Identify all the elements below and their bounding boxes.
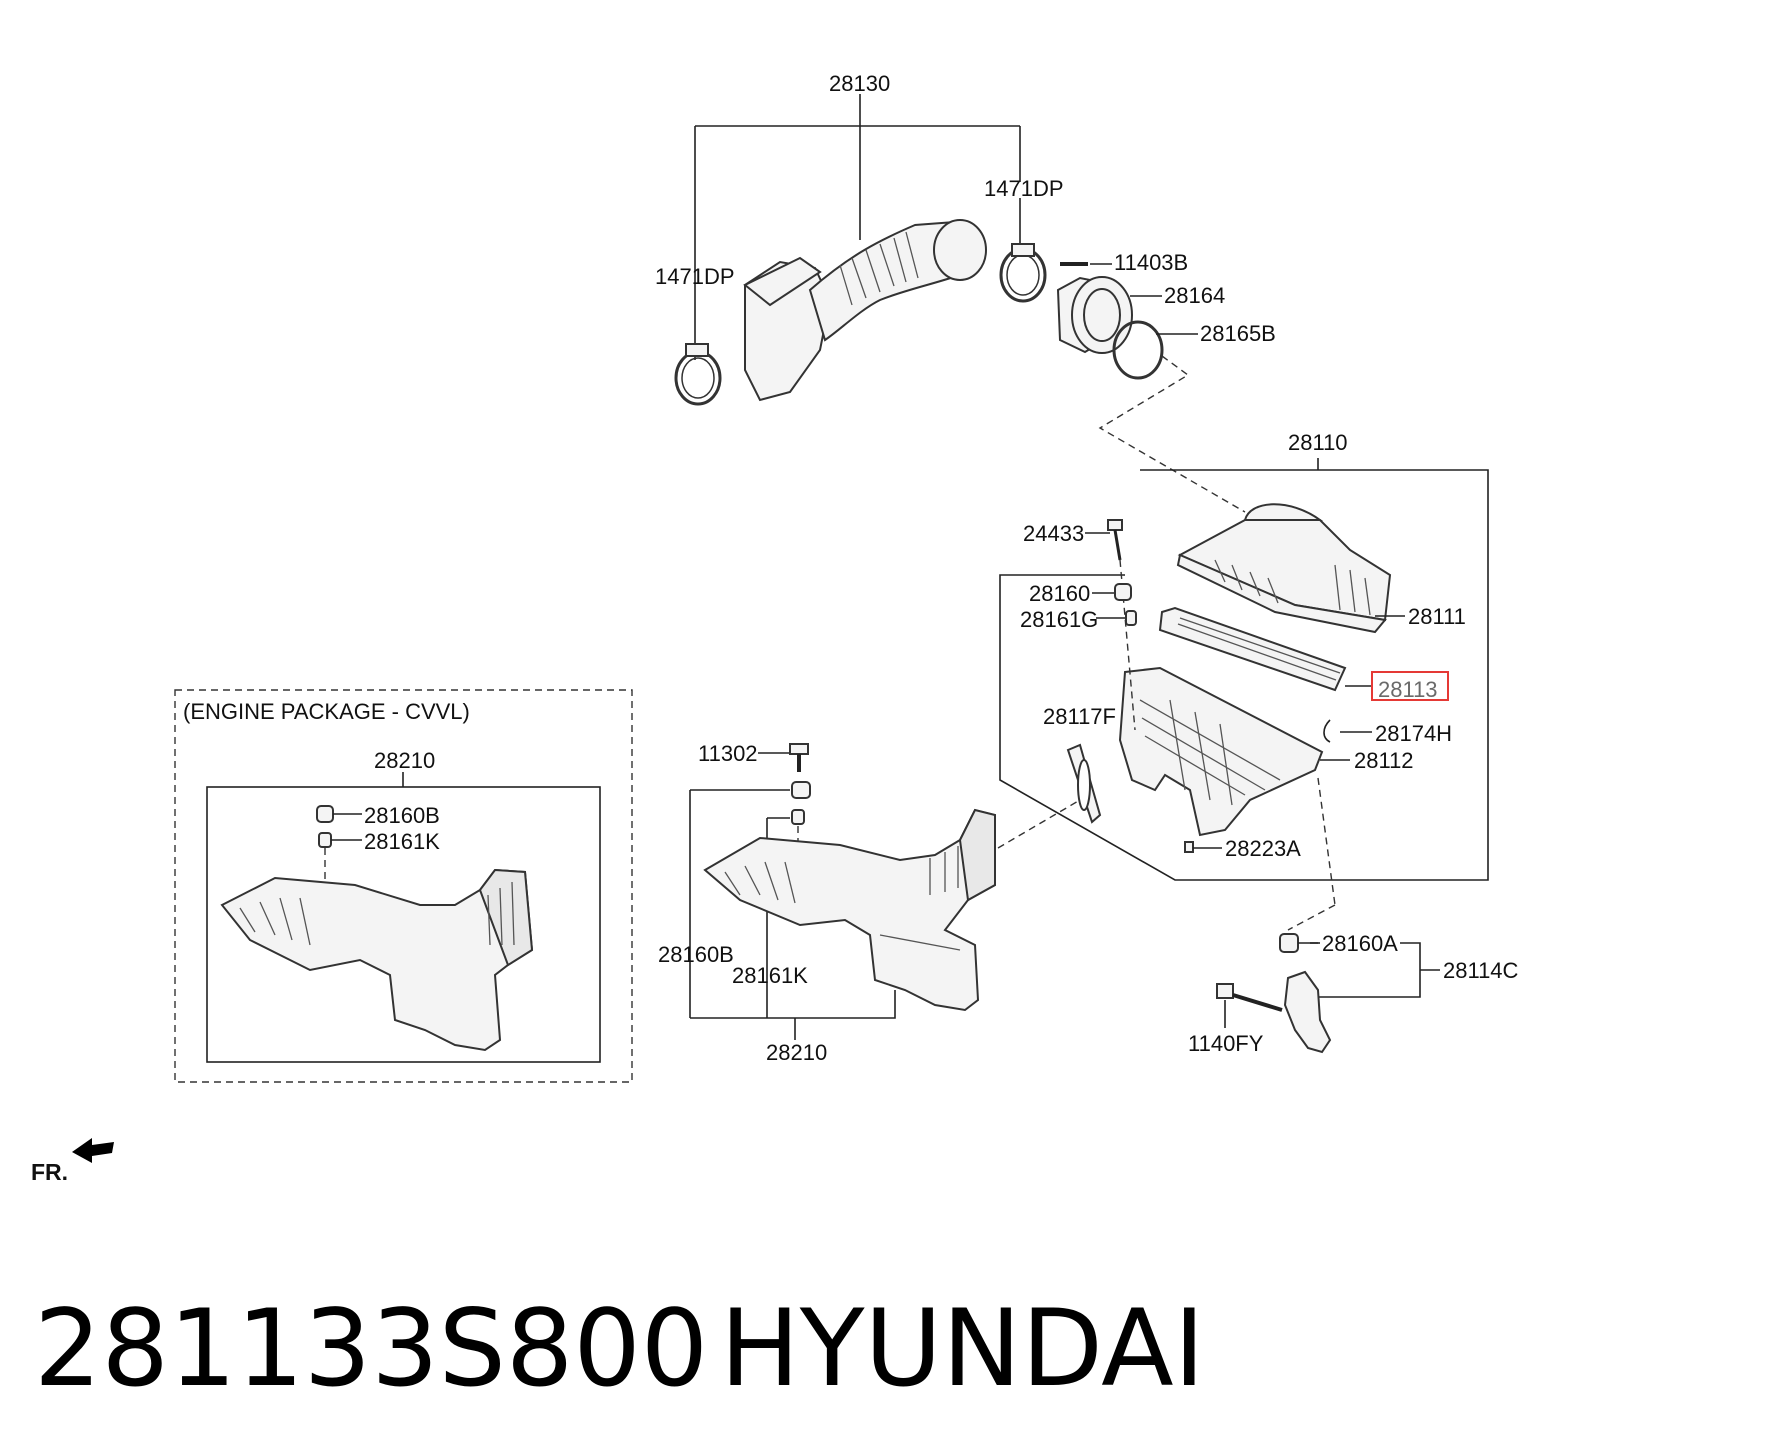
label-28114c: 28114C [1443,958,1519,983]
label-28130: 28130 [829,71,890,96]
engine-package-box [174,689,633,1083]
front-arrow-icon [72,1138,114,1163]
label-28165b: 28165B [1200,321,1276,346]
leader-28110 [999,458,1489,881]
label-28160a: 28160A [1322,931,1398,956]
intake-hose-28130 [743,219,987,402]
clip-28174h [1323,719,1372,743]
grommet-28160b-mid [791,781,811,799]
clip-28223a [1184,841,1222,853]
intake-duct-28210-box [220,868,534,1052]
gasket-28165b [1112,320,1198,380]
front-indicator: FR. [31,1138,114,1185]
label-28161k-box: 28161K [364,829,440,854]
label-28112: 28112 [1354,748,1414,773]
label-28164: 28164 [1164,283,1225,308]
label-28160b-mid: 28160B [658,942,734,967]
label-28117f: 28117F [1043,704,1116,729]
maf-sensor-28164 [1056,276,1162,354]
guide-duct-to-case [997,799,1081,849]
collar-28161k-mid [791,809,805,825]
label-28161k-mid: 28161K [732,963,808,988]
collar-28161k-box [318,832,362,848]
grommet-28160 [1092,583,1132,601]
label-28160: 28160 [1029,581,1090,606]
guide-bracket [1287,904,1336,931]
bolt-1140fy [1216,983,1283,1028]
label-28174h: 28174H [1375,721,1452,746]
bolt-24433 [1085,519,1123,561]
label-11302: 11302 [698,741,758,766]
bolt-11302 [758,743,809,772]
label-28113: 28113 [1378,677,1438,702]
label-28160b-box: 28160B [364,803,440,828]
label-28110: 28110 [1288,430,1348,455]
label-24433: 24433 [1023,521,1084,546]
label-1471dp-right: 1471DP [984,176,1064,201]
front-label: FR. [31,1159,68,1185]
lower-case-28112 [1118,666,1350,837]
highlight-box-28113 [1371,671,1449,701]
label-28223a: 28223A [1225,836,1301,861]
grommet-28160a [1279,933,1318,953]
clamp-1471dp-left [674,343,722,406]
cover-28111 [1176,503,1405,634]
label-28210-box: 28210 [374,748,435,773]
label-28111: 28111 [1408,604,1466,629]
bracket-28114c [1283,970,1332,1054]
label-28210-mid: 28210 [766,1040,827,1065]
label-engine-package: (ENGINE PACKAGE - CVVL) [183,699,470,724]
clamp-1471dp-right [999,243,1047,303]
label-28161g: 28161G [1020,607,1098,632]
collar-28161g [1096,610,1137,626]
grommet-28160b-box [316,805,362,823]
label-1471dp-left: 1471DP [655,264,735,289]
filter-element-28113 [1158,606,1372,692]
leader-28130 [694,94,1021,360]
label-11403b: 11403B [1114,250,1188,275]
label-1140fy: 1140FY [1188,1031,1264,1056]
duct-28117f [1066,743,1102,824]
guide-case-to-bracket [1317,777,1336,906]
caption-brand: HYUNDAI [720,1287,1205,1410]
intake-duct-28210-mid [703,808,996,1012]
guide-maf-to-cover [1098,355,1246,513]
caption-part-number: 281133S800 [34,1287,708,1410]
